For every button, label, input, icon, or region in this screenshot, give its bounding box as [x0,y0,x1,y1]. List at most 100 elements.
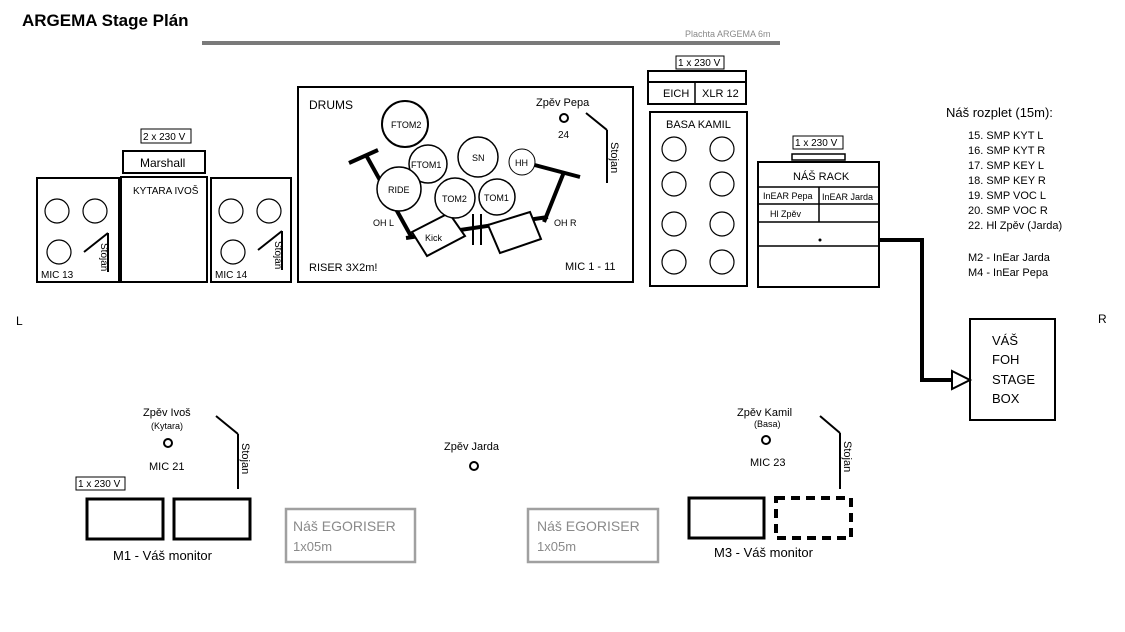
eich-label: EICH [663,88,689,100]
m1-power-label: 1 x 230 V [78,479,121,490]
hihat-cymbal [508,148,536,176]
egoriser-size: 1x05m [293,539,332,554]
speaker-cone [220,239,246,265]
ivos-vocal-label: Zpěv Ivoš [143,407,191,419]
speaker-cone [661,136,687,162]
snare-label: SN [472,153,485,163]
foh-stage-box: VÁŠ FOH STAGE BOX [969,318,1056,421]
foh-line: BOX [992,391,1020,406]
speaker-cone [709,249,735,275]
m1-wedge-left [85,497,165,541]
ftom1-drum [408,144,448,184]
mic-stand-icon [257,230,283,251]
speaker-cone [256,198,282,224]
rack-power-box [792,135,844,150]
oh-left-label: OH L [373,218,394,228]
drum-mics-label: MIC 1 - 11 [565,261,616,273]
monitor-note: M4 - InEar Pepa [968,267,1049,279]
mic-icon [761,435,771,445]
inear-jarda-label: InEAR Jarda [822,192,873,202]
mic-icon [163,438,173,448]
stand-label: Stojan [239,443,251,474]
hihat-label: HH [515,158,528,168]
marshall-label: Marshall [140,156,185,170]
speaker-cone [661,171,687,197]
rozplet-item: 17. SMP KEY L [968,160,1044,172]
rack-top [791,153,846,161]
mic-stand-icon [83,232,109,253]
mic-stand-icon [215,415,239,435]
mic-stand-icon [585,112,608,131]
riser-label: RISER 3X2m! [309,262,377,274]
rozplet-item: 20. SMP VOC R [968,205,1048,217]
speaker-cone [82,198,108,224]
side-right-label: R [1098,312,1107,326]
rack-name: NÁŠ RACK [793,170,850,183]
ride-label: RIDE [388,185,410,195]
banner-label: Plachta ARGEMA 6m [685,29,771,39]
rack-power-label: 1 x 230 V [795,138,838,149]
hl-zpev-label: Hl Zpěv [770,209,802,219]
rozplet-item: 18. SMP KEY R [968,175,1046,187]
m1-wedge-right [172,497,252,541]
kamil-vocal-sub: (Basa) [754,419,781,429]
side-left-label: L [16,314,23,328]
egoriser-box [526,507,660,564]
drums-block: DRUMS Zpěv Pepa 24 Stojan Kick FTOM2 FTO… [297,86,634,283]
m1-power-box [75,476,126,491]
drums-title: DRUMS [309,98,353,112]
cable-line [879,238,952,382]
egoriser-left: Náš EGORISER 1x05m [284,507,417,564]
speaker-cone [709,136,735,162]
rozplet-title: Náš rozplet (15m): [946,105,1053,120]
guitar-cab-left [36,177,120,283]
cymbal-stand-left [348,148,379,165]
rozplet-list: Náš rozplet (15m): 15. SMP KYT L 16. SMP… [946,105,1062,279]
rozplet-item: 19. SMP VOC L [968,190,1046,202]
speaker-cone [44,198,70,224]
foh-line: FOH [992,352,1019,367]
tom2-drum [434,177,476,219]
guitar-cab-right [210,177,292,283]
ftom2-drum [381,100,429,148]
foh-line: VÁŠ [992,333,1018,348]
cymbal-stand-right [526,161,581,179]
rozplet-item: 15. SMP KYT L [968,130,1043,142]
tom2-label: TOM2 [442,194,467,204]
cable-arrow-icon [951,369,973,391]
ftom1-label: FTOM1 [411,160,441,170]
foh-box [969,318,1056,421]
speaker-cone [709,171,735,197]
monitor-note: M2 - InEar Jarda [968,252,1051,264]
m3-wedge-left [687,496,766,540]
bass-name: BASA KAMIL [666,119,731,131]
ivos-vocal-sub: (Kytara) [151,421,183,431]
tom1-label: TOM1 [484,193,509,203]
guitar-power-label: 2 x 230 V [143,132,186,143]
front-center-vocal: Zpěv Jarda [444,441,500,471]
tom1-drum [478,178,516,216]
bass-block: 1 x 230 V EICH XLR 12 BASA KAMIL [647,55,748,287]
ftom2-label: FTOM2 [391,120,421,130]
stand-label: Stojan [608,142,620,173]
rozplet-item: 16. SMP KYT R [968,145,1045,157]
guitar-amp-body [120,176,208,283]
ivos-mic-label: MIC 21 [149,461,184,473]
bass-power-box [675,55,725,70]
speaker-cone [46,239,72,265]
speaker-cone [661,211,687,237]
rozplet-item: 22. Hl Zpěv (Jarda) [968,220,1062,232]
rack-dot [818,238,822,242]
m3-wedge-right-dashed [774,496,853,540]
bass-cabinet [649,111,748,287]
rack-block: 1 x 230 V NÁŠ RACK InEAR Pepa InEAR Jard… [757,135,880,288]
mic-icon [469,461,479,471]
stand-label: Stojan [272,241,283,269]
front-right-area: Zpěv Kamil (Basa) MIC 23 Stojan M3 - Váš… [687,407,853,560]
stand-label: Stojan [841,441,853,472]
kamil-vocal-label: Zpěv Kamil [737,407,792,419]
page-title: ARGEMA Stage Plán [22,11,189,30]
egoriser-name: Náš EGORISER [293,518,396,534]
egoriser-box [284,507,417,564]
